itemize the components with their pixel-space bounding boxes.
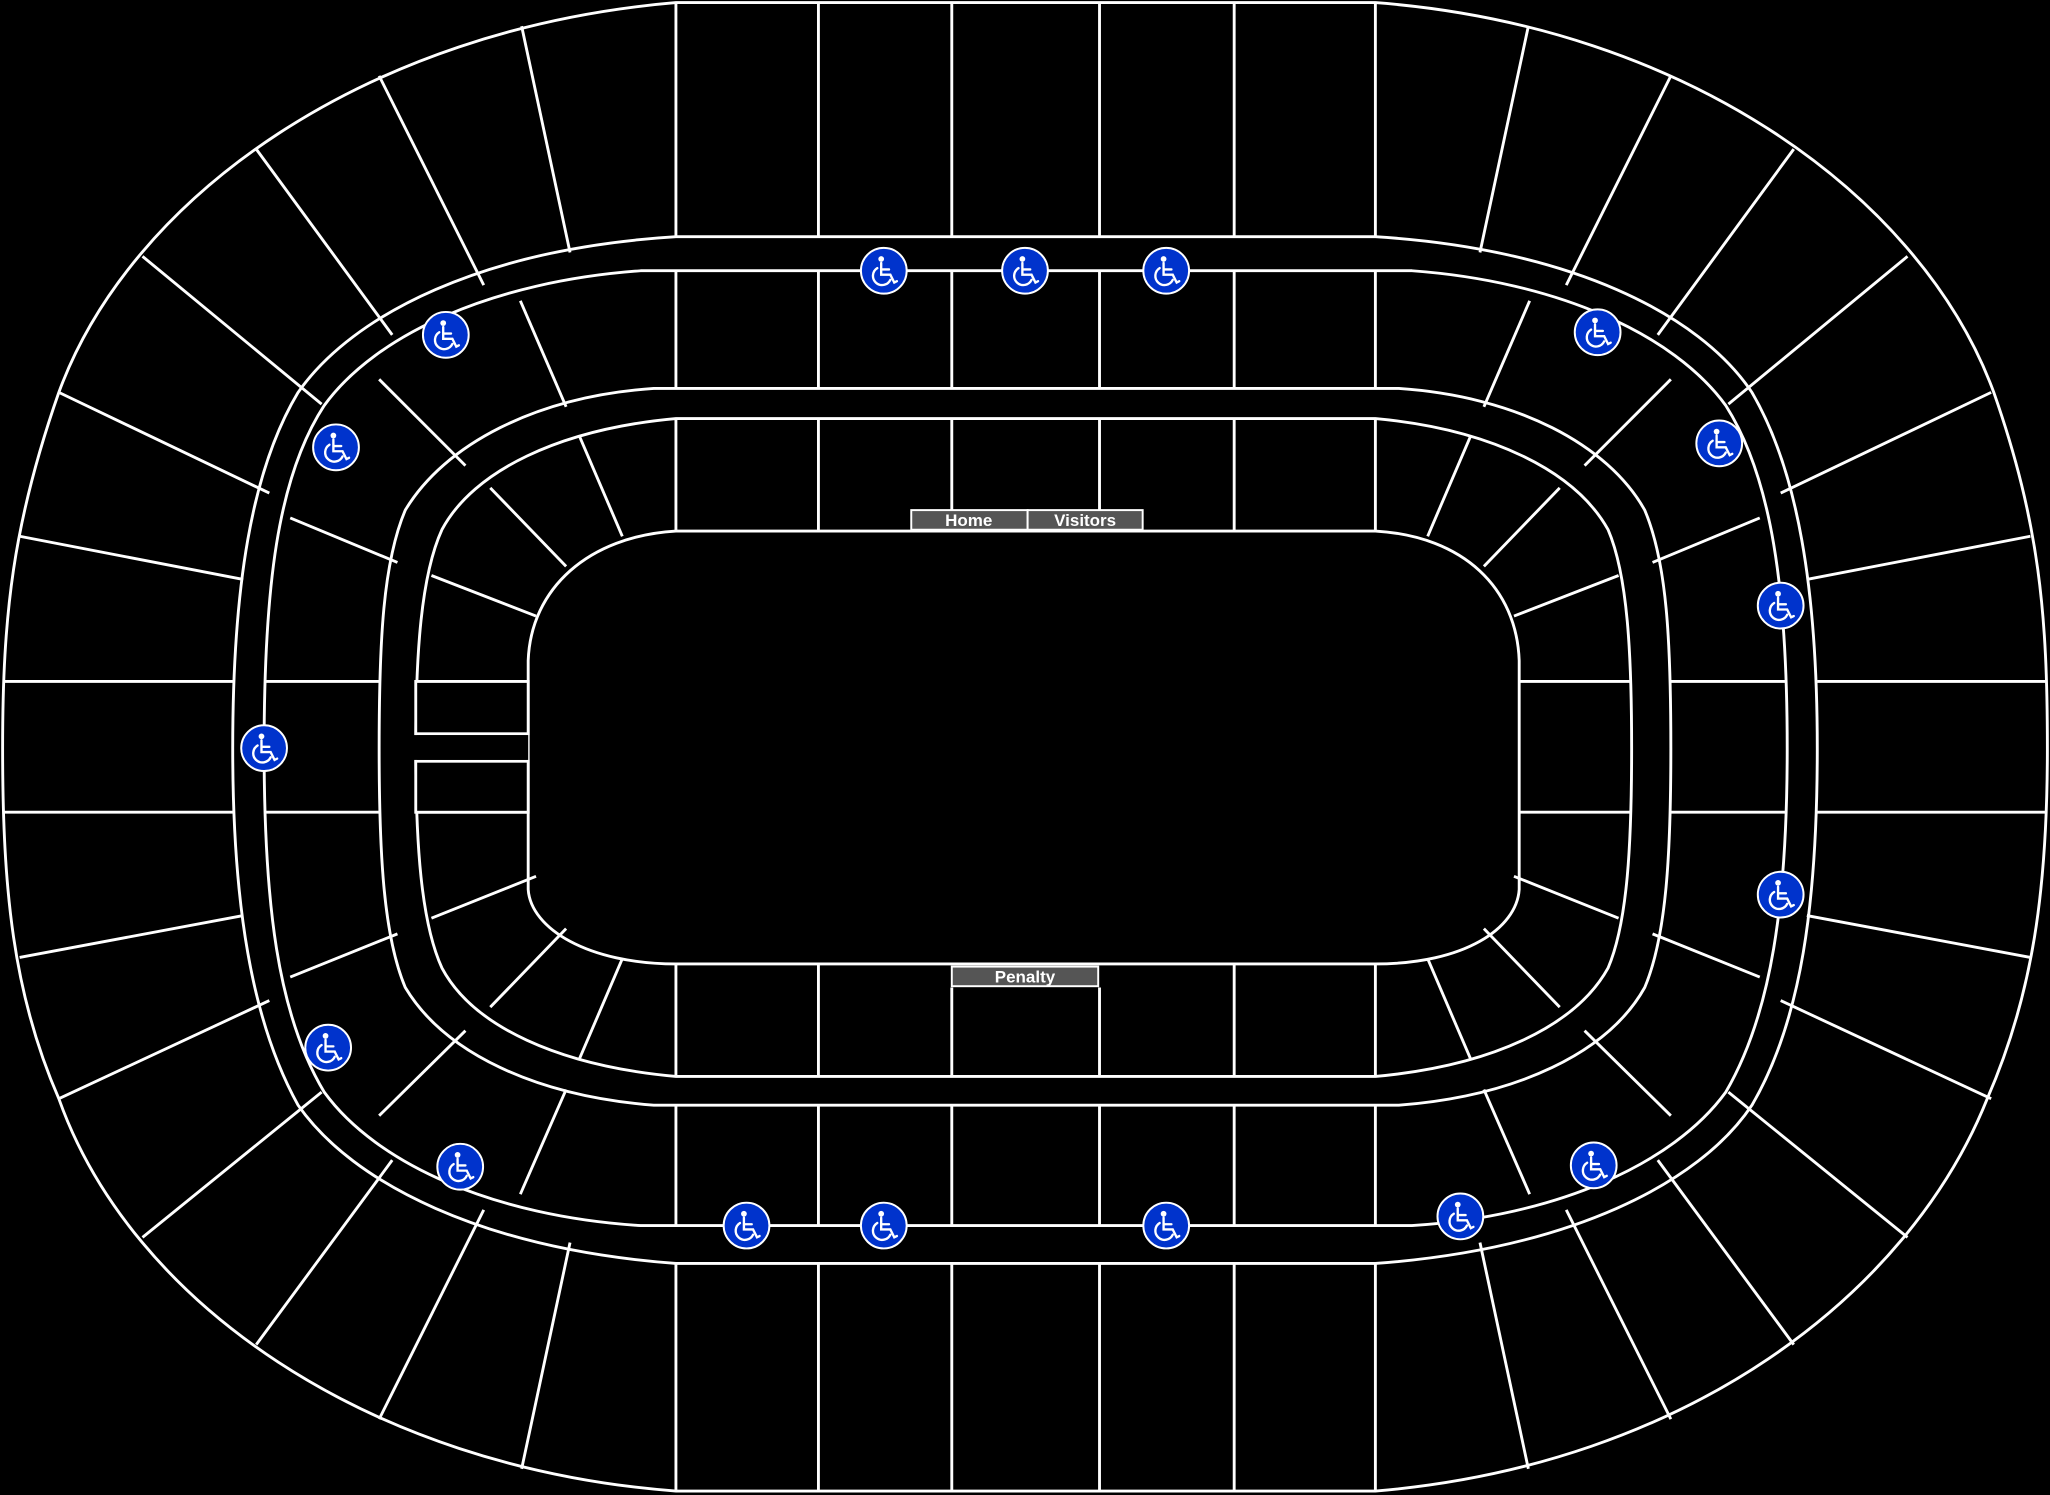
middle-level	[262, 269, 1789, 1227]
wheelchair-icon[interactable]	[722, 1201, 771, 1250]
wheelchair-icon[interactable]	[240, 724, 288, 773]
lower-level-dividers	[415, 418, 1632, 1077]
wheelchair-icon[interactable]	[1573, 308, 1622, 357]
visitors-bench[interactable]: Visitors	[1026, 509, 1144, 531]
wheelchair-icon[interactable]	[1142, 1201, 1191, 1250]
wheelchair-icon[interactable]	[1569, 1141, 1618, 1190]
visitors-label: Visitors	[1054, 511, 1116, 530]
wheelchair-icon[interactable]	[421, 310, 470, 359]
middle-level-inner-edge	[377, 387, 1673, 1107]
wheelchair-icon[interactable]	[1756, 581, 1805, 630]
wheelchair-icon[interactable]	[1142, 246, 1191, 295]
wheelchair-icon[interactable]	[304, 1023, 353, 1072]
penalty-box[interactable]: Penalty	[950, 965, 1100, 988]
wheelchair-icon[interactable]	[1756, 870, 1805, 919]
section-left-lower-box[interactable]	[414, 759, 530, 814]
home-bench[interactable]: Home	[910, 509, 1029, 531]
accessible-seating-markers	[240, 246, 1805, 1250]
rink-floor[interactable]	[526, 529, 1521, 966]
section-left-upper-box[interactable]	[414, 680, 530, 736]
middle-level-outer-edge	[262, 269, 1789, 1227]
wheelchair-icon[interactable]	[859, 1201, 908, 1250]
tunnel-gap	[386, 735, 529, 760]
penalty-label: Penalty	[995, 967, 1056, 986]
wheelchair-icon[interactable]	[312, 423, 360, 472]
wheelchair-icon[interactable]	[1695, 419, 1744, 468]
wheelchair-icon[interactable]	[1001, 246, 1049, 295]
wheelchair-icon[interactable]	[1436, 1192, 1485, 1241]
wheelchair-icon[interactable]	[436, 1142, 485, 1191]
wheelchair-icon[interactable]	[859, 246, 908, 295]
middle-level-dividers	[264, 270, 1788, 1226]
lower-level	[386, 417, 1634, 1078]
home-label: Home	[945, 511, 992, 530]
